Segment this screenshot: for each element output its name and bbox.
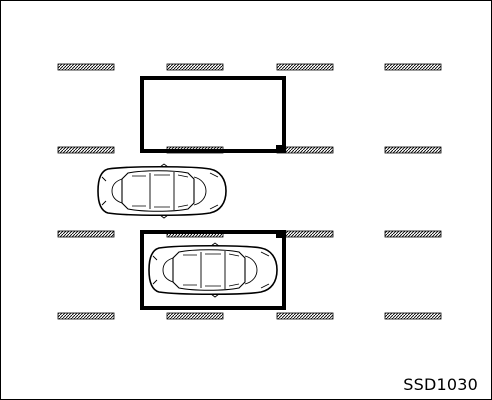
parking-stopper [57, 312, 115, 320]
parking-stopper [57, 63, 115, 71]
stopper-row-4 [57, 312, 442, 320]
parking-stopper [384, 63, 442, 71]
parking-stopper [384, 146, 442, 154]
parking-stopper [166, 312, 224, 320]
parking-stopper [57, 146, 115, 154]
figure-code-label: SSD1030 [403, 375, 478, 394]
empty-target-space [140, 76, 286, 153]
parking-stopper [384, 230, 442, 238]
parking-stopper [384, 312, 442, 320]
parking-stopper [276, 63, 334, 71]
parking-stopper [57, 230, 115, 238]
occupied-target-space [140, 230, 286, 310]
parking-stopper [166, 63, 224, 71]
parking-stopper [276, 312, 334, 320]
stopper-row-1 [57, 63, 442, 71]
approaching-car [97, 163, 227, 219]
parked-car [148, 242, 278, 298]
